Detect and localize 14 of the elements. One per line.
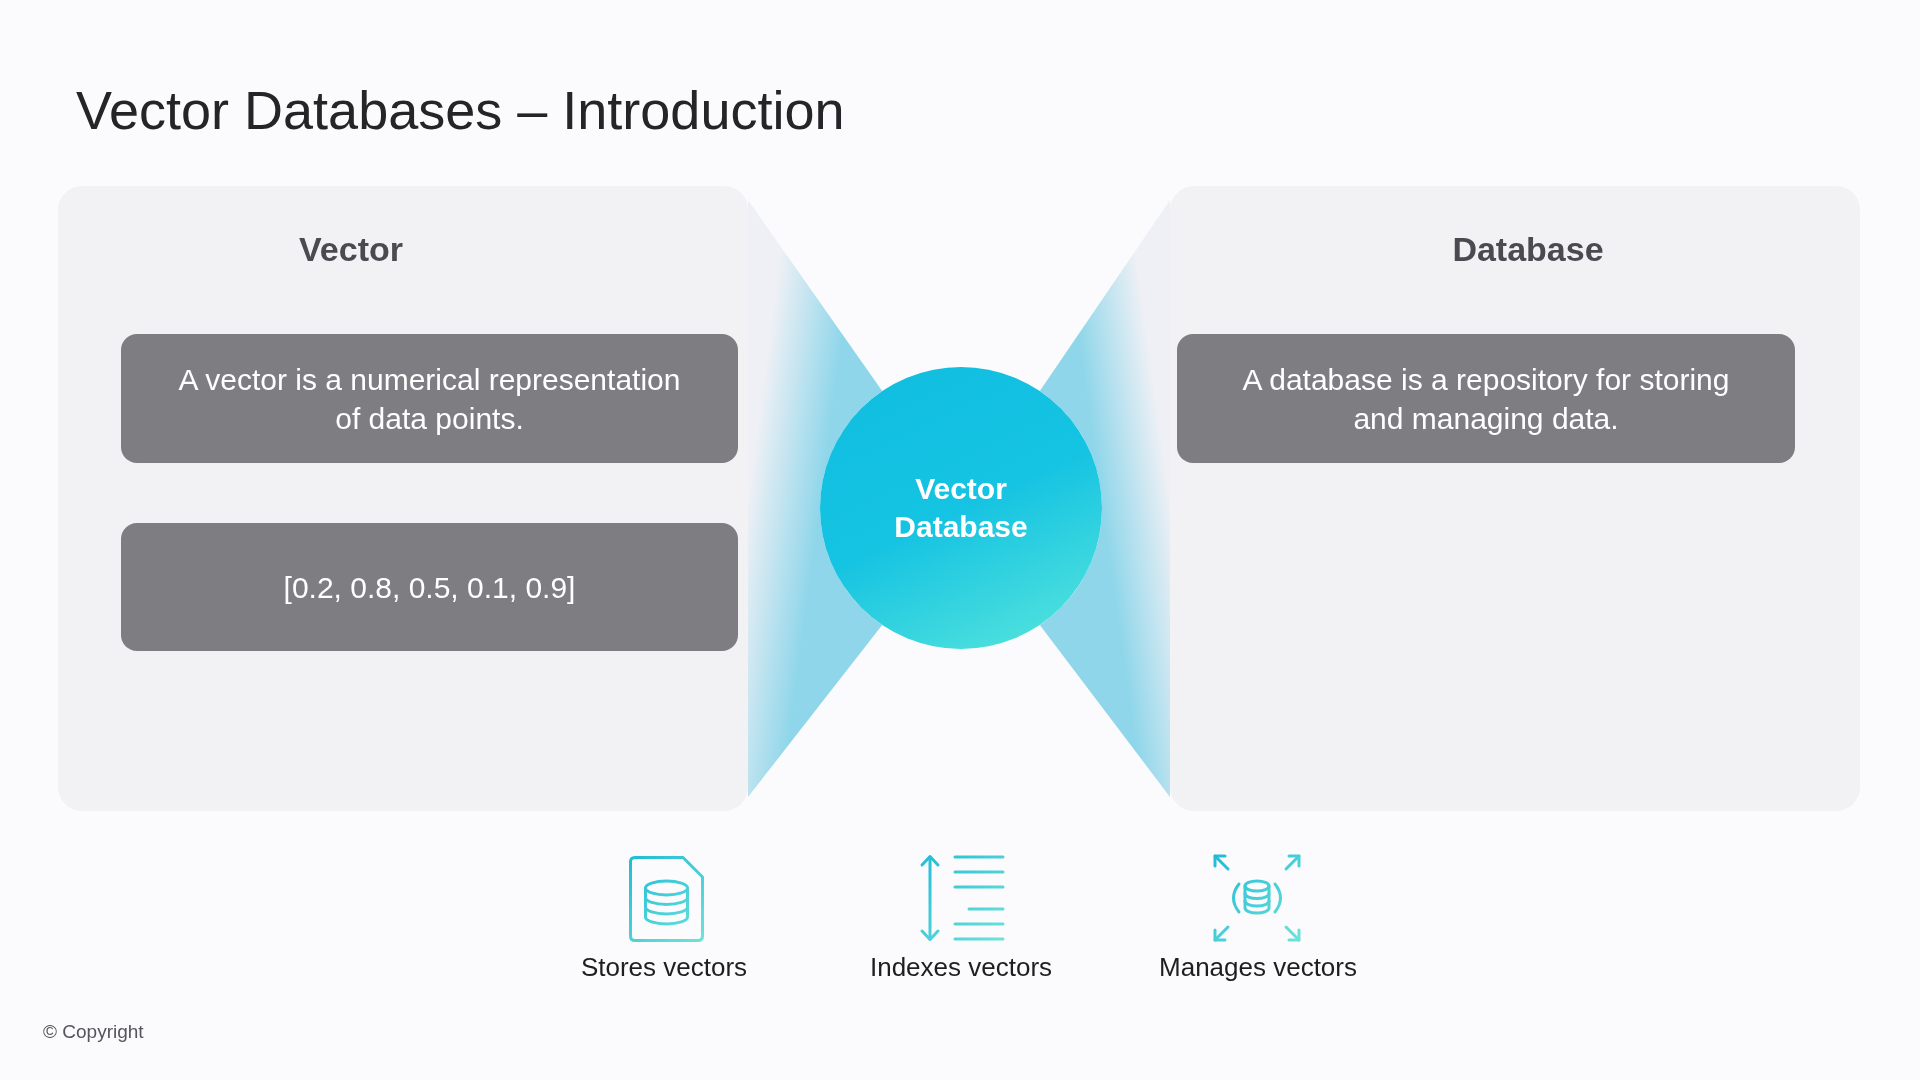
- group-panel: [58, 186, 748, 811]
- icon-caption: Stores vectors: [580, 951, 748, 983]
- vector-values-card: [0.2, 0.8, 0.5, 0.1, 0.9]: [121, 523, 738, 651]
- panel-heading: Database: [1452, 229, 1604, 269]
- copyright-notice: © Copyright: [43, 1020, 144, 1044]
- funnel-connector: [1039, 200, 1170, 797]
- slide-title: Vector Databases – Introduction: [76, 79, 845, 142]
- icon-caption: Manages vectors: [1159, 951, 1357, 983]
- definition-card: A vector is a numerical representation of data points.: [121, 334, 738, 463]
- definition-card: A database is a repository for storing and managing data.: [1177, 334, 1795, 463]
- funnel-connector: [748, 200, 883, 797]
- group-panel: [1170, 186, 1860, 811]
- icon-caption: Indexes vectors: [869, 951, 1053, 983]
- panel-heading: Vector: [299, 229, 403, 269]
